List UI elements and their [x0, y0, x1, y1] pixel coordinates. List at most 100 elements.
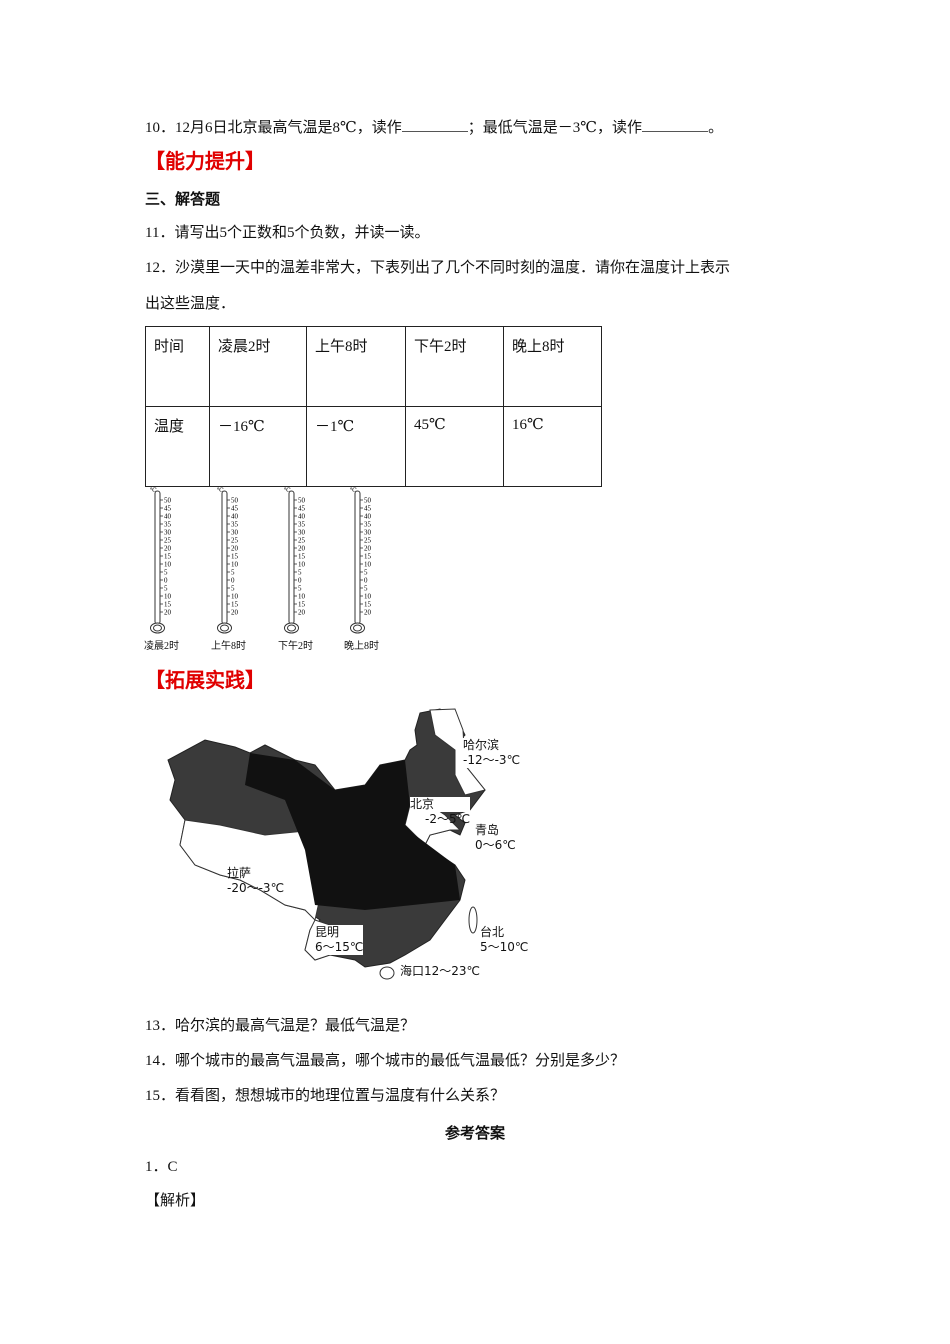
question-13: 13．哈尔滨的最高气温是？最低气温是？ [145, 1018, 416, 1034]
answers-title: 参考答案 [444, 1124, 505, 1142]
svg-text:50: 50 [164, 497, 172, 505]
svg-text:50: 50 [231, 497, 239, 505]
svg-text:5: 5 [231, 569, 235, 577]
svg-text:45: 45 [164, 505, 172, 513]
city-temp: -2～5℃ [425, 812, 471, 826]
svg-text:10: 10 [364, 561, 372, 569]
thermometer-label: 上午8时 [211, 641, 246, 652]
svg-text:10: 10 [298, 593, 306, 601]
city-label-beijing: 北京-2～5℃ [410, 797, 471, 827]
svg-text:0: 0 [298, 577, 302, 585]
svg-text:15: 15 [164, 601, 172, 609]
svg-text:50: 50 [364, 497, 372, 505]
svg-text:25: 25 [231, 537, 239, 545]
city-name: 哈尔滨 [463, 738, 500, 752]
table-cell: －16℃ [209, 406, 307, 487]
svg-text:5: 5 [298, 569, 302, 577]
svg-text:20: 20 [231, 609, 239, 617]
svg-text:℃: ℃ [217, 487, 224, 494]
city-name: 昆明 [315, 925, 364, 940]
city-temp: 0～6℃ [475, 838, 516, 852]
svg-text:20: 20 [164, 609, 172, 617]
city-temp: 6～15℃ [315, 940, 364, 955]
analysis-label: 【解析】 [145, 1193, 206, 1209]
section-heading-practice: 【拓展实践】 [145, 668, 265, 692]
question-11: 11．请写出5个正数和5个负数，并读一读。 [145, 225, 430, 241]
svg-text:40: 40 [298, 513, 306, 521]
table-cell: 下午2时 [405, 326, 504, 407]
svg-text:℃: ℃ [150, 487, 157, 494]
city-name: 青岛 [475, 823, 500, 837]
svg-text:40: 40 [364, 513, 372, 521]
city-name: 拉萨 [227, 866, 252, 880]
svg-text:15: 15 [298, 601, 306, 609]
svg-text:45: 45 [364, 505, 372, 513]
svg-text:0: 0 [164, 577, 168, 585]
svg-text:35: 35 [364, 521, 372, 529]
svg-text:5: 5 [231, 585, 235, 593]
svg-text:30: 30 [364, 529, 372, 537]
svg-text:25: 25 [164, 537, 172, 545]
question-10: 10．12月6日北京最高气温是8℃，读作；最低气温是－3℃，读作。 [145, 117, 723, 138]
svg-text:10: 10 [231, 593, 239, 601]
table-cell: 上午8时 [306, 326, 406, 407]
city-temp: 12～23℃ [424, 964, 481, 978]
svg-text:20: 20 [298, 545, 306, 553]
table-row: 时间 凌晨2时 上午8时 下午2时 晚上8时 [145, 326, 602, 407]
svg-text:20: 20 [231, 545, 239, 553]
svg-text:30: 30 [231, 529, 239, 537]
city-temp: 5～10℃ [480, 940, 529, 954]
table-cell: 晚上8时 [503, 326, 602, 407]
table-cell: 45℃ [405, 406, 504, 487]
question-15: 15．看看图，想想城市的地理位置与温度有什么关系？ [145, 1088, 506, 1104]
svg-text:15: 15 [164, 553, 172, 561]
svg-text:15: 15 [231, 553, 239, 561]
section-heading-ability: 【能力提升】 [145, 149, 265, 173]
svg-text:5: 5 [164, 569, 168, 577]
svg-text:35: 35 [231, 521, 239, 529]
city-label-haikou: 海口12～23℃ [400, 964, 480, 979]
city-name: 北京 [410, 797, 471, 812]
answer-blank[interactable] [401, 117, 468, 132]
answer-1: 1．C [145, 1159, 178, 1175]
svg-text:15: 15 [364, 601, 372, 609]
svg-text:10: 10 [231, 561, 239, 569]
svg-text:25: 25 [298, 537, 306, 545]
thermometer-label: 下午2时 [278, 641, 313, 652]
table-cell: 温度 [145, 406, 210, 487]
svg-text:5: 5 [164, 585, 168, 593]
svg-text:15: 15 [298, 553, 306, 561]
city-name: 海口 [400, 964, 425, 978]
question-12: 12．沙漠里一天中的温差非常大，下表列出了几个不同时刻的温度．请你在温度计上表示 [145, 260, 731, 276]
svg-text:20: 20 [364, 609, 372, 617]
svg-text:35: 35 [298, 521, 306, 529]
svg-text:10: 10 [164, 593, 172, 601]
svg-text:0: 0 [231, 577, 235, 585]
svg-text:30: 30 [164, 529, 172, 537]
thermometer-label: 凌晨2时 [144, 641, 179, 652]
svg-text:20: 20 [298, 609, 306, 617]
q10-text-mid: ；最低气温是－3℃，读作 [467, 120, 643, 136]
city-label-harbin: 哈尔滨-12～-3℃ [463, 738, 521, 768]
svg-text:15: 15 [364, 553, 372, 561]
question-14: 14．哪个城市的最高气温最高，哪个城市的最低气温最低？分别是多少？ [145, 1053, 626, 1069]
city-name: 台北 [480, 925, 505, 939]
table-cell: 凌晨2时 [209, 326, 307, 407]
answer-blank[interactable] [642, 117, 709, 132]
svg-text:50: 50 [298, 497, 306, 505]
svg-text:5: 5 [364, 585, 368, 593]
svg-text:20: 20 [364, 545, 372, 553]
svg-text:15: 15 [231, 601, 239, 609]
temperature-table: 时间 凌晨2时 上午8时 下午2时 晚上8时 温度 －16℃ －1℃ 45℃ 1… [145, 326, 602, 487]
q10-text: 10．12月6日北京最高气温是8℃，读作 [145, 120, 402, 136]
section-heading-answer: 三、解答题 [145, 190, 221, 208]
